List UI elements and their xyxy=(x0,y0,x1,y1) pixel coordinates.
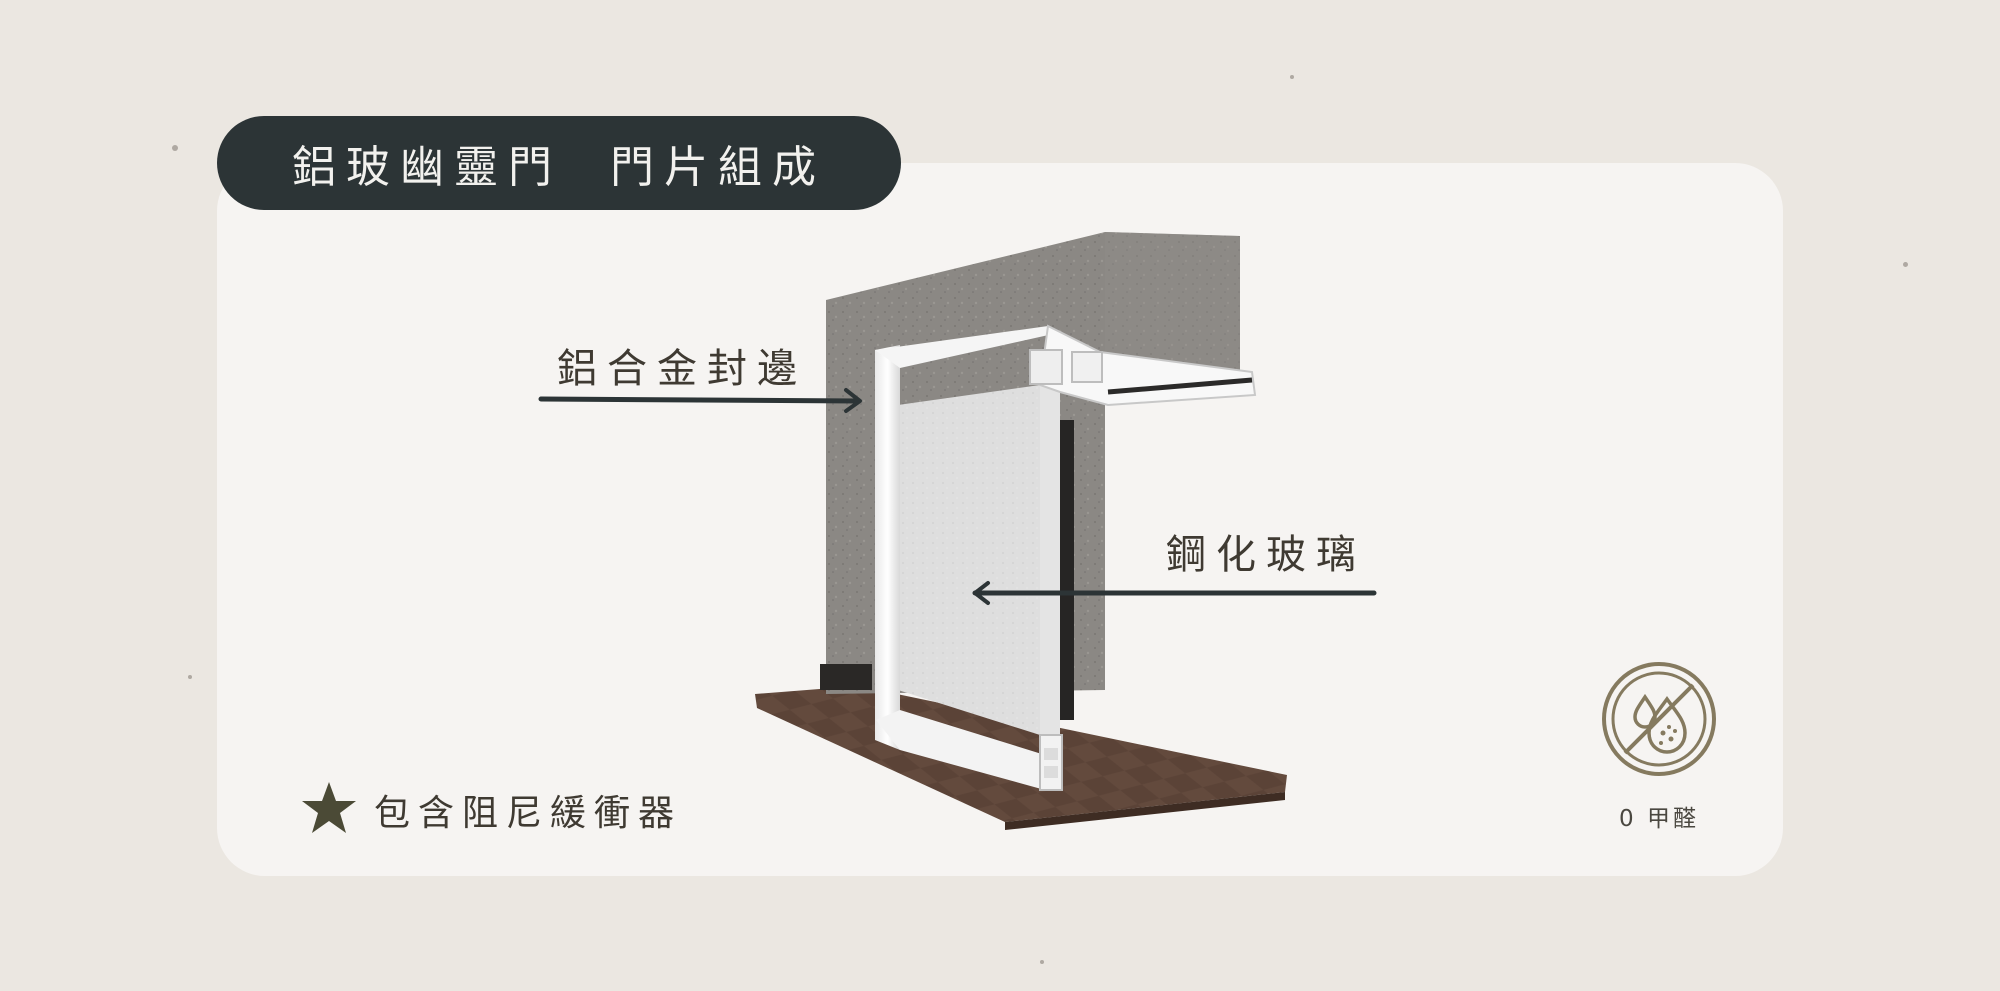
arrow-frame-head xyxy=(844,388,862,413)
label-aluminum-frame: 鋁合金封邊 xyxy=(557,346,807,392)
label-tempered-glass: 鋼化玻璃 xyxy=(1166,532,1366,578)
aluminum-frame-top xyxy=(875,326,1062,368)
rail-gap xyxy=(1107,377,1253,395)
wood-floor-edge xyxy=(1005,792,1285,830)
feature-note-text: 包含阻尼緩衝器 xyxy=(374,793,683,834)
aluminum-frame-left xyxy=(875,345,900,750)
background-speck xyxy=(1290,75,1294,79)
background-speck xyxy=(1903,262,1908,267)
title-pill: 鋁玻幽靈門 門片組成 xyxy=(217,116,901,210)
background-speck xyxy=(188,675,192,679)
feature-note: 包含阻尼緩衝器 xyxy=(300,780,682,840)
concrete-wall-side-tex xyxy=(1105,232,1240,380)
profile-detail xyxy=(1071,351,1103,383)
profile-detail xyxy=(1044,766,1058,778)
background-speck xyxy=(172,145,178,151)
profile-detail xyxy=(1044,748,1058,760)
profile-detail xyxy=(1029,349,1063,385)
door-rail xyxy=(1058,420,1074,720)
tempered-glass-panel xyxy=(898,385,1040,735)
arrow-glass-head xyxy=(973,581,990,605)
aluminum-frame-bottom xyxy=(876,710,1045,790)
bottom-track xyxy=(820,664,872,690)
formaldehyde-badge: 0 甲醛 xyxy=(1597,657,1721,833)
page-title: 鋁玻幽靈門 門片組成 xyxy=(292,142,826,193)
aluminum-frame-right xyxy=(1040,376,1060,760)
no-formaldehyde-icon xyxy=(1597,662,1721,785)
badge-label: 0 甲醛 xyxy=(1619,806,1699,832)
background-speck xyxy=(1040,960,1044,964)
arrow-frame-line xyxy=(538,396,861,404)
star-icon xyxy=(300,780,358,840)
bottom-profile xyxy=(1039,734,1063,791)
